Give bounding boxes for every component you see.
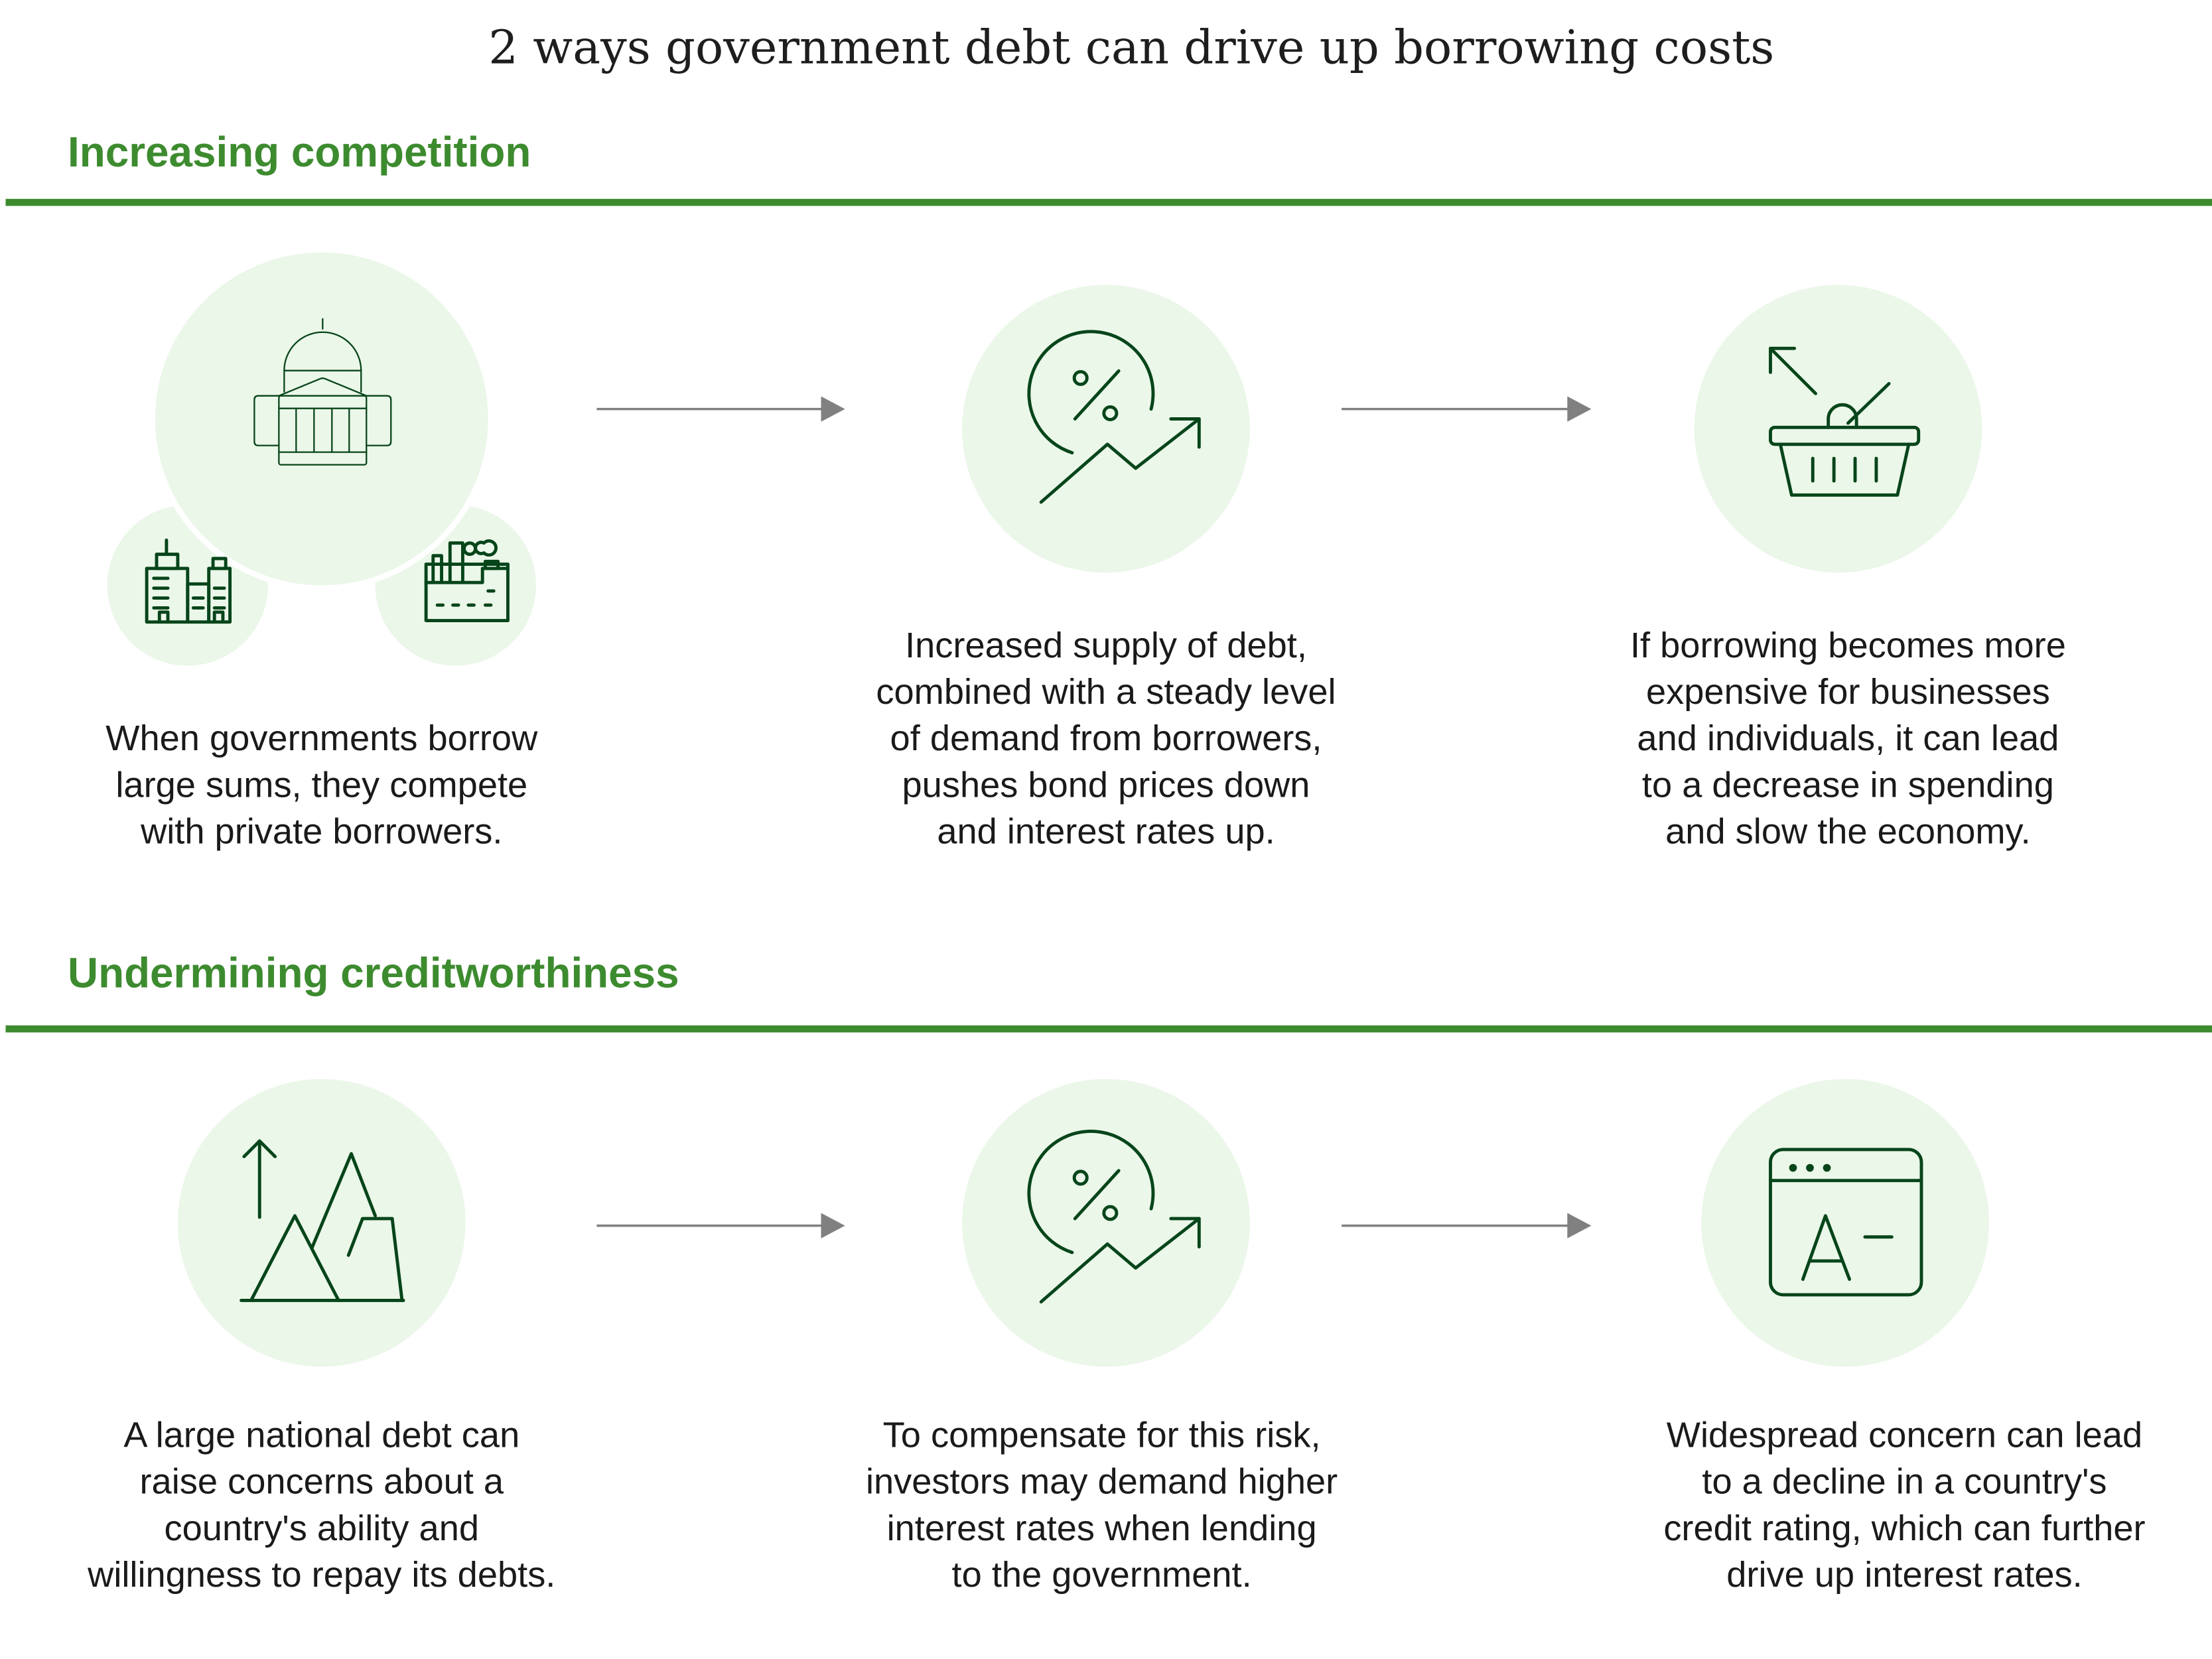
text-line: and individuals, it can lead (1637, 719, 2059, 759)
arrow-right-icon (596, 396, 845, 422)
office-buildings-icon (145, 538, 232, 624)
credit-rating-a-minus-icon (1769, 1148, 1923, 1297)
text-line: expensive for businesses (1646, 673, 2050, 712)
step-description: When governments borrow large sums, they… (11, 716, 632, 856)
text-line: A large national debt can (123, 1416, 520, 1456)
text-line: of demand from borrowers, (890, 719, 1322, 759)
step-description: A large national debt can raise concerns… (11, 1414, 632, 1600)
section-divider (5, 198, 2212, 206)
circle-bg (1701, 1079, 1990, 1367)
text-line: to a decline in a country's (1702, 1462, 2107, 1502)
text-line: to the government. (951, 1556, 1252, 1595)
circle-bg (962, 285, 1250, 573)
text-line: combined with a steady level (876, 673, 1336, 712)
text-line: If borrowing becomes more (1629, 626, 2066, 666)
arrow-right-icon (1342, 1213, 1592, 1238)
text-line: credit rating, which can further (1663, 1509, 2146, 1549)
text-line: and slow the economy. (1665, 812, 2031, 852)
text-line: interest rates when lending (886, 1509, 1317, 1549)
capitol-building-icon (253, 318, 392, 466)
text-line: and interest rates up. (937, 812, 1275, 852)
percent-trend-up-icon (1027, 1130, 1201, 1304)
text-line: with private borrowers. (141, 812, 503, 852)
text-line: large sums, they compete (115, 765, 528, 806)
text-line: To compensate for this risk, (882, 1416, 1321, 1456)
mountains-arrow-up-icon (240, 1139, 405, 1302)
factory-icon (424, 539, 510, 623)
text-line: to a decrease in spending (1641, 765, 2054, 806)
step-description: If borrowing becomes more expensive for … (1538, 624, 2159, 856)
text-line: raise concerns about a (139, 1462, 504, 1502)
text-line: drive up interest rates. (1726, 1556, 2083, 1595)
percent-trend-up-icon (1027, 330, 1201, 504)
capitol-circle-group (107, 247, 536, 666)
circle-bg (962, 1079, 1250, 1367)
step-description: To compensate for this risk, investors m… (792, 1414, 1413, 1600)
circle-bg (155, 252, 488, 586)
step-description: Increased supply of debt, combined with … (795, 624, 1417, 856)
step-description: Widespread concern can lead to a decline… (1594, 1414, 2212, 1600)
text-line: Widespread concern can lead (1666, 1416, 2143, 1456)
arrow-right-icon (596, 1213, 845, 1238)
arrow-right-icon (1342, 396, 1592, 422)
section-heading-creditworthiness: Undermining creditworthiness (68, 951, 679, 998)
text-line: When governments borrow (105, 719, 538, 759)
shopping-basket-icon (1769, 346, 1921, 497)
text-line: pushes bond prices down (902, 765, 1310, 806)
text-line: Increased supply of debt, (905, 626, 1307, 666)
section-divider (5, 1025, 2212, 1033)
text-line: willingness to repay its debts. (88, 1556, 556, 1595)
section-heading-competition: Increasing competition (68, 129, 531, 176)
text-line: country's ability and (164, 1509, 480, 1549)
page-title: 2 ways government debt can drive up borr… (488, 19, 1775, 75)
text-line: investors may demand higher (865, 1462, 1338, 1502)
